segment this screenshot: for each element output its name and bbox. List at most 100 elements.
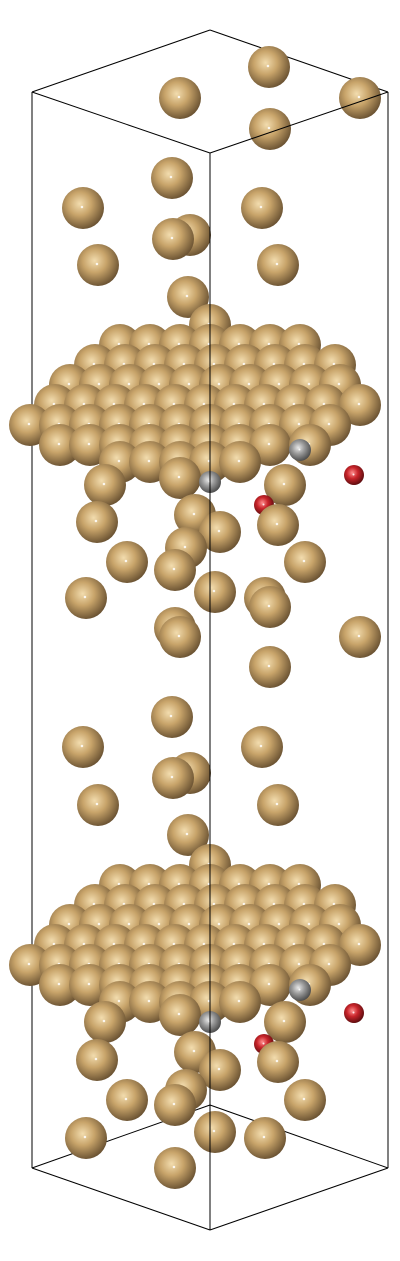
metal-atom: [106, 541, 148, 583]
metal-atom: [76, 1039, 118, 1081]
atom-highlight: [212, 1129, 216, 1133]
metal-atom: [159, 616, 201, 658]
metal-atom: [241, 726, 283, 768]
metal-atom: [264, 1001, 306, 1043]
metal-atom: [167, 814, 209, 856]
atom-highlight: [177, 342, 181, 346]
metal-atom: [257, 784, 299, 826]
atom-highlight: [242, 902, 246, 906]
atom-highlight: [266, 64, 270, 68]
atom-highlight: [82, 402, 86, 406]
atom-highlight: [272, 902, 276, 906]
atom-highlight: [87, 982, 91, 986]
atom-highlight: [282, 482, 286, 486]
atom-highlight: [80, 744, 84, 748]
metal-atom: [62, 726, 104, 768]
atom-highlight: [27, 422, 31, 426]
metal-atom: [339, 384, 381, 426]
atom-highlight: [272, 362, 276, 366]
atoms-layer: [9, 46, 381, 1189]
atom-highlight: [27, 962, 31, 966]
metal-atom: [194, 1111, 236, 1153]
atom-highlight: [297, 342, 301, 346]
metal-atom: [159, 994, 201, 1036]
cell-edge: [31, 29, 211, 93]
atom-highlight: [302, 559, 306, 563]
atom-highlight: [277, 382, 281, 386]
atom-highlight: [117, 882, 121, 886]
atom-highlight: [122, 902, 126, 906]
cell-edge: [209, 1104, 389, 1169]
atom-highlight: [357, 634, 361, 638]
atom-highlight: [275, 262, 279, 266]
atom-highlight: [357, 402, 361, 406]
metal-atom: [284, 1079, 326, 1121]
cell-edge: [209, 1167, 389, 1231]
metal-atom: [339, 77, 381, 119]
atom-highlight: [262, 1135, 266, 1139]
atom-highlight: [83, 595, 87, 599]
atom-highlight: [307, 922, 311, 926]
cell-back-edges: [31, 29, 389, 1231]
atom-highlight: [212, 902, 216, 906]
atom-highlight: [117, 999, 121, 1003]
atom-highlight: [322, 402, 326, 406]
metal-atom: [9, 944, 51, 986]
atom-highlight: [282, 1019, 286, 1023]
atom-highlight: [147, 882, 151, 886]
atom-highlight: [242, 362, 246, 366]
atom-highlight: [185, 294, 189, 298]
atom-highlight: [237, 999, 241, 1003]
atom-highlight: [202, 942, 206, 946]
metal-atom: [84, 464, 126, 506]
atom-highlight: [259, 744, 263, 748]
atom-highlight: [297, 962, 301, 966]
atom-highlight: [357, 95, 361, 99]
atom-highlight: [322, 942, 326, 946]
atom-highlight: [169, 714, 173, 718]
atom-highlight: [183, 545, 187, 549]
atom-highlight: [124, 559, 128, 563]
atom-highlight: [172, 1102, 176, 1106]
atom-highlight: [352, 1011, 355, 1014]
metal-atom: [244, 1117, 286, 1159]
atom-highlight: [142, 942, 146, 946]
atom-highlight: [95, 262, 99, 266]
atom-highlight: [298, 448, 301, 451]
atom-highlight: [147, 999, 151, 1003]
metal-atom: [65, 577, 107, 619]
atom-highlight: [297, 422, 301, 426]
atom-highlight: [332, 902, 336, 906]
metal-atom: [154, 549, 196, 591]
atom-highlight: [157, 922, 161, 926]
atom-highlight: [170, 775, 174, 779]
metal-atom: [84, 1001, 126, 1043]
atom-highlight: [127, 922, 131, 926]
metal-atom: [106, 1079, 148, 1121]
atom-highlight: [217, 1067, 221, 1071]
metal-atom: [219, 441, 261, 483]
atom-highlight: [95, 802, 99, 806]
atom-highlight: [217, 922, 221, 926]
atom-highlight: [185, 832, 189, 836]
atom-highlight: [112, 942, 116, 946]
atom-highlight: [97, 382, 101, 386]
metal-atom: [151, 696, 193, 738]
atom-highlight: [52, 402, 56, 406]
atom-highlight: [127, 382, 131, 386]
metal-atom: [249, 646, 291, 688]
atom-highlight: [142, 402, 146, 406]
atom-highlight: [217, 382, 221, 386]
atom-highlight: [202, 402, 206, 406]
atom-highlight: [262, 402, 266, 406]
atom-highlight: [327, 422, 331, 426]
atom-highlight: [87, 442, 91, 446]
metal-atom: [154, 1147, 196, 1189]
metal-atom: [241, 187, 283, 229]
atom-highlight: [177, 95, 181, 99]
atom-highlight: [177, 882, 181, 886]
atom-highlight: [182, 902, 186, 906]
metal-atom: [194, 571, 236, 613]
metal-atom: [77, 784, 119, 826]
atom-highlight: [67, 382, 71, 386]
